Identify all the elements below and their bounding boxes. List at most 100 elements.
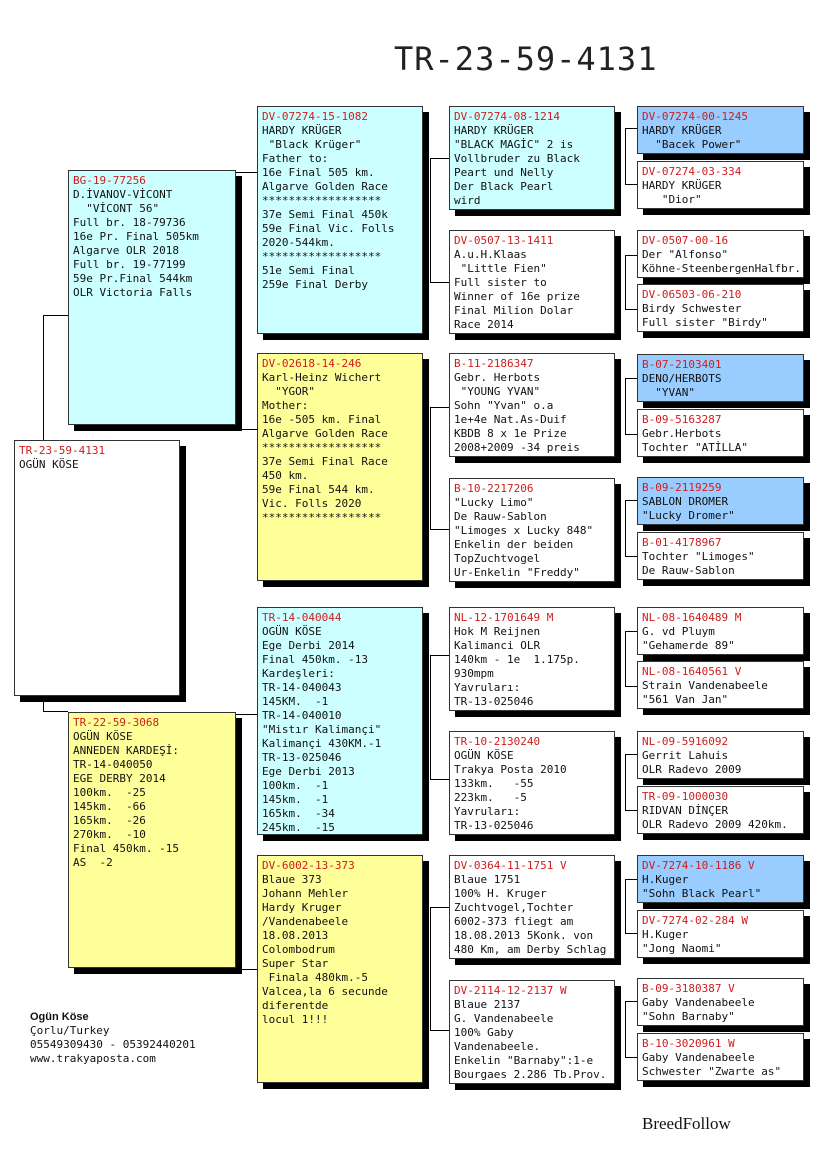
pedigree-box-g5[interactable]: B-07-2103401 DENO/HERBOTS "YVAN" bbox=[637, 354, 804, 402]
info-line: Finala 480km.-5 bbox=[262, 971, 368, 984]
info-line: 16e Final 505 km. bbox=[262, 166, 375, 179]
info-line: "Mistır Kalimançi" bbox=[262, 723, 382, 736]
info-line: 450 km. bbox=[262, 469, 309, 482]
pedigree-box-sdd[interactable]: B-10-2217206 "Lucky Limo" De Rauw-Sablon… bbox=[449, 478, 615, 582]
info-line: ****************** bbox=[262, 250, 382, 263]
info-line: G. vd Pluym bbox=[642, 625, 715, 638]
pedigree-box-g4[interactable]: DV-06503-06-210 Birdy Schwester Full sis… bbox=[637, 284, 804, 332]
pedigree-box-g15[interactable]: B-09-3180387 V Gaby Vandenabeele "Sohn B… bbox=[637, 978, 804, 1026]
info-line: 51e Semi Final bbox=[262, 264, 355, 277]
info-line: Kalimançi 430KM.-1 bbox=[262, 737, 382, 750]
info-line: 100km. -25 bbox=[73, 786, 146, 799]
pedigree-box-sss[interactable]: DV-07274-08-1214 HARDY KRÜGER "BLACK MAG… bbox=[449, 106, 615, 210]
info-line: DENO/HERBOTS bbox=[642, 372, 722, 385]
info-line: 2008+2009 -34 preis bbox=[454, 441, 580, 454]
info-line: Mother: bbox=[262, 399, 309, 412]
info-line: 59e Final 544 km. bbox=[262, 483, 375, 496]
pedigree-box-dam-sire[interactable]: TR-14-040044 OGÜN KÖSE Ege Derbi 2014 Fi… bbox=[257, 607, 423, 835]
info-line: Yavruları: bbox=[454, 681, 521, 694]
pedigree-box-g8[interactable]: B-01-4178967 Tochter "Limoges" De Rauw-S… bbox=[637, 532, 804, 580]
info-line: OGÜN KÖSE bbox=[73, 730, 133, 743]
info-line: Full sister "Birdy" bbox=[642, 316, 768, 329]
pedigree-box-g10[interactable]: NL-08-1640561 V Strain Vandenabeele "561… bbox=[637, 661, 804, 709]
info-line: 59e Final Vic. Folls bbox=[262, 222, 395, 235]
info-line: A.u.H.Klaas bbox=[454, 248, 527, 261]
info-line: 140km - 1e 1.175p. bbox=[454, 653, 580, 666]
pedigree-box-g3[interactable]: DV-0507-00-16 Der "Alfonso" Köhne-Steenb… bbox=[637, 230, 804, 278]
info-line: 2020-544km. bbox=[262, 236, 335, 249]
ring-id: B-10-2217206 bbox=[454, 482, 534, 495]
pedigree-box-ssd[interactable]: DV-0507-13-1411 A.u.H.Klaas "Little Fien… bbox=[449, 230, 615, 334]
ring-id: TR-10-2130240 bbox=[454, 735, 541, 748]
pedigree-box-g6[interactable]: B-09-5163287 Gebr.Herbots Tochter "ATİLL… bbox=[637, 409, 804, 457]
pedigree-box-g9[interactable]: NL-08-1640489 M G. vd Pluym "Gehamerde 8… bbox=[637, 607, 804, 655]
ring-id: DV-06503-06-210 bbox=[642, 288, 742, 301]
info-line: TopZuchtvogel bbox=[454, 552, 541, 565]
info-line: Der "Alfonso" bbox=[642, 248, 729, 261]
pedigree-box-dam[interactable]: TR-22-59-3068 OGÜN KÖSE ANNEDEN KARDEŞİ:… bbox=[68, 712, 236, 968]
connector-line bbox=[625, 1001, 637, 1002]
connector-line bbox=[234, 714, 257, 715]
connector-line bbox=[625, 128, 626, 184]
ring-id: B-09-2119259 bbox=[642, 481, 722, 494]
info-line: "Lucky Limo" bbox=[454, 496, 534, 509]
pedigree-box-g7[interactable]: B-09-2119259 SABLON DROMER "Lucky Dromer… bbox=[637, 477, 804, 525]
pedigree-box-dss[interactable]: NL-12-1701649 M Hok M Reijnen Kalimanci … bbox=[449, 607, 615, 711]
ring-id: NL-08-1640489 M bbox=[642, 611, 742, 624]
ring-id: B-09-5163287 bbox=[642, 413, 722, 426]
connector-line bbox=[430, 779, 449, 780]
pedigree-box-sire-dam[interactable]: DV-02618-14-246 Karl-Heinz Wichert "YGOR… bbox=[257, 353, 423, 581]
pedigree-box-dam-dam[interactable]: DV-6002-13-373 Blaue 373 Johann Mehler H… bbox=[257, 855, 423, 1083]
ring-id: B-09-3180387 V bbox=[642, 982, 735, 995]
info-line: 245km. -15 bbox=[262, 821, 335, 834]
info-line: OLR Radevo 2009 bbox=[642, 763, 742, 776]
pedigree-box-dds[interactable]: DV-0364-11-1751 V Blaue 1751 100% H. Kru… bbox=[449, 855, 615, 959]
info-line: Full sister to bbox=[454, 276, 547, 289]
pedigree-box-subject[interactable]: TR-23-59-4131 OGÜN KÖSE bbox=[14, 440, 180, 696]
info-line: TR-14-040010 bbox=[262, 709, 342, 722]
owner-phones: 05549309430 - 05392440201 bbox=[30, 1038, 196, 1051]
info-line: "YVAN" bbox=[642, 386, 695, 399]
info-line: ****************** bbox=[262, 194, 382, 207]
pedigree-box-g1[interactable]: DV-07274-00-1245 HARDY KRÜGER "Bacek Pow… bbox=[637, 106, 804, 154]
info-line: 133km. -55 bbox=[454, 777, 534, 790]
pedigree-box-sire[interactable]: BG-19-77256 D.İVANOV-VİCONT "VİCONT 56" … bbox=[68, 170, 236, 425]
info-line: KBDB 8 x 1e Prize bbox=[454, 427, 567, 440]
connector-line bbox=[625, 879, 626, 933]
owner-name: Ogün Köse bbox=[30, 1011, 89, 1023]
connector-line bbox=[430, 529, 449, 530]
pedigree-box-dsd[interactable]: TR-10-2130240 OGÜN KÖSE Trakya Posta 201… bbox=[449, 731, 615, 835]
pedigree-box-g2[interactable]: DV-07274-03-334 HARDY KRÜGER "Dior" bbox=[637, 161, 804, 209]
brand-logo-text: BreedFollow bbox=[642, 1114, 731, 1133]
connector-line bbox=[625, 1001, 626, 1057]
pedigree-box-g11[interactable]: NL-09-5916092 Gerrit Lahuis OLR Radevo 2… bbox=[637, 731, 804, 779]
pedigree-box-g13[interactable]: DV-7274-10-1186 V H.Kuger "Sohn Black Pe… bbox=[637, 855, 804, 903]
info-line: 18.08.2013 bbox=[262, 929, 329, 942]
info-line: Johann Mehler bbox=[262, 887, 349, 900]
pedigree-box-sds[interactable]: B-11-2186347 Gebr. Herbots "YOUNG YVAN" … bbox=[449, 353, 615, 457]
owner-website[interactable]: www.trakyaposta.com bbox=[30, 1052, 156, 1065]
info-line: De Rauw-Sablon bbox=[642, 564, 735, 577]
connector-line bbox=[430, 282, 449, 283]
info-line: Kalimanci OLR bbox=[454, 639, 541, 652]
info-line: 259e Final Derby bbox=[262, 278, 368, 291]
info-line: Gebr.Herbots bbox=[642, 427, 722, 440]
info-line: /Vandenabeele bbox=[262, 915, 349, 928]
ring-id: NL-09-5916092 bbox=[642, 735, 729, 748]
connector-line bbox=[625, 434, 637, 435]
info-line: TR-13-025046 bbox=[454, 819, 534, 832]
info-line: TR-13-025046 bbox=[454, 695, 534, 708]
info-line: TR-14-040050 bbox=[73, 758, 153, 771]
pedigree-box-ddd[interactable]: DV-2114-12-2137 W Blaue 2137 G. Vandenab… bbox=[449, 980, 615, 1084]
pedigree-box-sire-sire[interactable]: DV-07274-15-1082 HARDY KRÜGER "Black Krü… bbox=[257, 106, 423, 334]
pedigree-box-g14[interactable]: DV-7274-02-284 W H.Kuger "Jong Naomi" bbox=[637, 910, 804, 958]
pedigree-box-g12[interactable]: TR-09-1000030 RIDVAN DİNÇER OLR Radevo 2… bbox=[637, 786, 804, 834]
pedigree-box-g16[interactable]: B-10-3020961 W Gaby Vandenabeele Schwest… bbox=[637, 1033, 804, 1081]
connector-line bbox=[625, 378, 637, 379]
ring-id: TR-09-1000030 bbox=[642, 790, 729, 803]
connector-line bbox=[625, 754, 626, 810]
ring-id: BG-19-77256 bbox=[73, 174, 146, 187]
info-line: G. Vandenabeele bbox=[454, 1012, 554, 1025]
connector-line bbox=[625, 631, 637, 632]
info-line: TR-14-040043 bbox=[262, 681, 342, 694]
